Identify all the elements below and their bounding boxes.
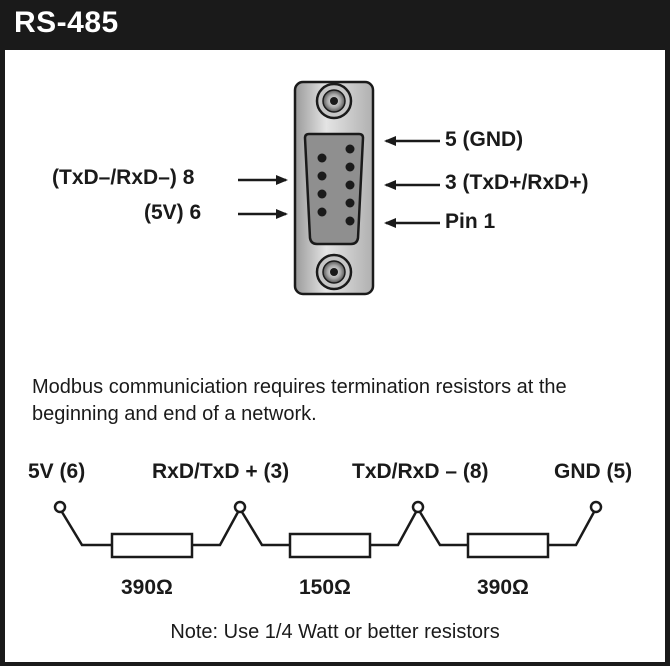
- wire: [370, 511, 418, 547]
- connector-face: [303, 132, 365, 246]
- wire: [240, 511, 290, 547]
- pin: [345, 198, 355, 208]
- terminal-gnd-icon: [589, 500, 603, 514]
- wire: [60, 511, 112, 547]
- resistor-note: Note: Use 1/4 Watt or better resistors: [170, 621, 500, 643]
- resistor-value-1: 390Ω: [121, 576, 173, 599]
- wire: [192, 511, 240, 547]
- pin: [317, 153, 327, 163]
- pin: [317, 189, 327, 199]
- terminal-label-5v: 5V (6): [28, 460, 86, 483]
- resistor-1: [110, 532, 194, 559]
- db9-connector: [293, 80, 375, 296]
- top-screw-icon: [315, 82, 353, 120]
- label-pin6: (5V) 6: [144, 201, 202, 224]
- header: RS-485: [0, 0, 670, 48]
- pin: [317, 207, 327, 217]
- terminal-5v-icon: [53, 500, 67, 514]
- bottom-screw-icon: [315, 253, 353, 291]
- wire: [548, 511, 596, 547]
- terminal-label-txd-rxd-minus: TxD/RxD – (8): [352, 460, 489, 483]
- terminal-txd-rxd-minus-icon: [411, 500, 425, 514]
- label-pin8: (TxD–/RxD–) 8: [52, 166, 195, 189]
- resistor-2: [288, 532, 372, 559]
- pin: [345, 162, 355, 172]
- label-pin5: 5 (GND): [445, 128, 524, 151]
- resistor-value-2: 150Ω: [299, 576, 351, 599]
- pin: [345, 216, 355, 226]
- terminal-rxd-txd-plus-icon: [233, 500, 247, 514]
- resistor-value-3: 390Ω: [477, 576, 529, 599]
- resistor-3: [466, 532, 550, 559]
- label-pin3: 3 (TxD+/RxD+): [445, 171, 589, 194]
- pin: [345, 144, 355, 154]
- pin: [317, 171, 327, 181]
- termination-description: Modbus communiciation requires terminati…: [32, 376, 567, 425]
- terminal-label-gnd: GND (5): [554, 460, 633, 483]
- connector-pins: [317, 144, 355, 226]
- pin: [345, 180, 355, 190]
- wire: [418, 511, 468, 547]
- terminal-label-rxd-txd-plus: RxD/TxD + (3): [152, 460, 290, 483]
- resistor-network: [53, 500, 603, 559]
- page-title: RS-485: [14, 6, 119, 39]
- pin-arrows: [238, 136, 440, 228]
- label-pin1: Pin 1: [445, 210, 496, 233]
